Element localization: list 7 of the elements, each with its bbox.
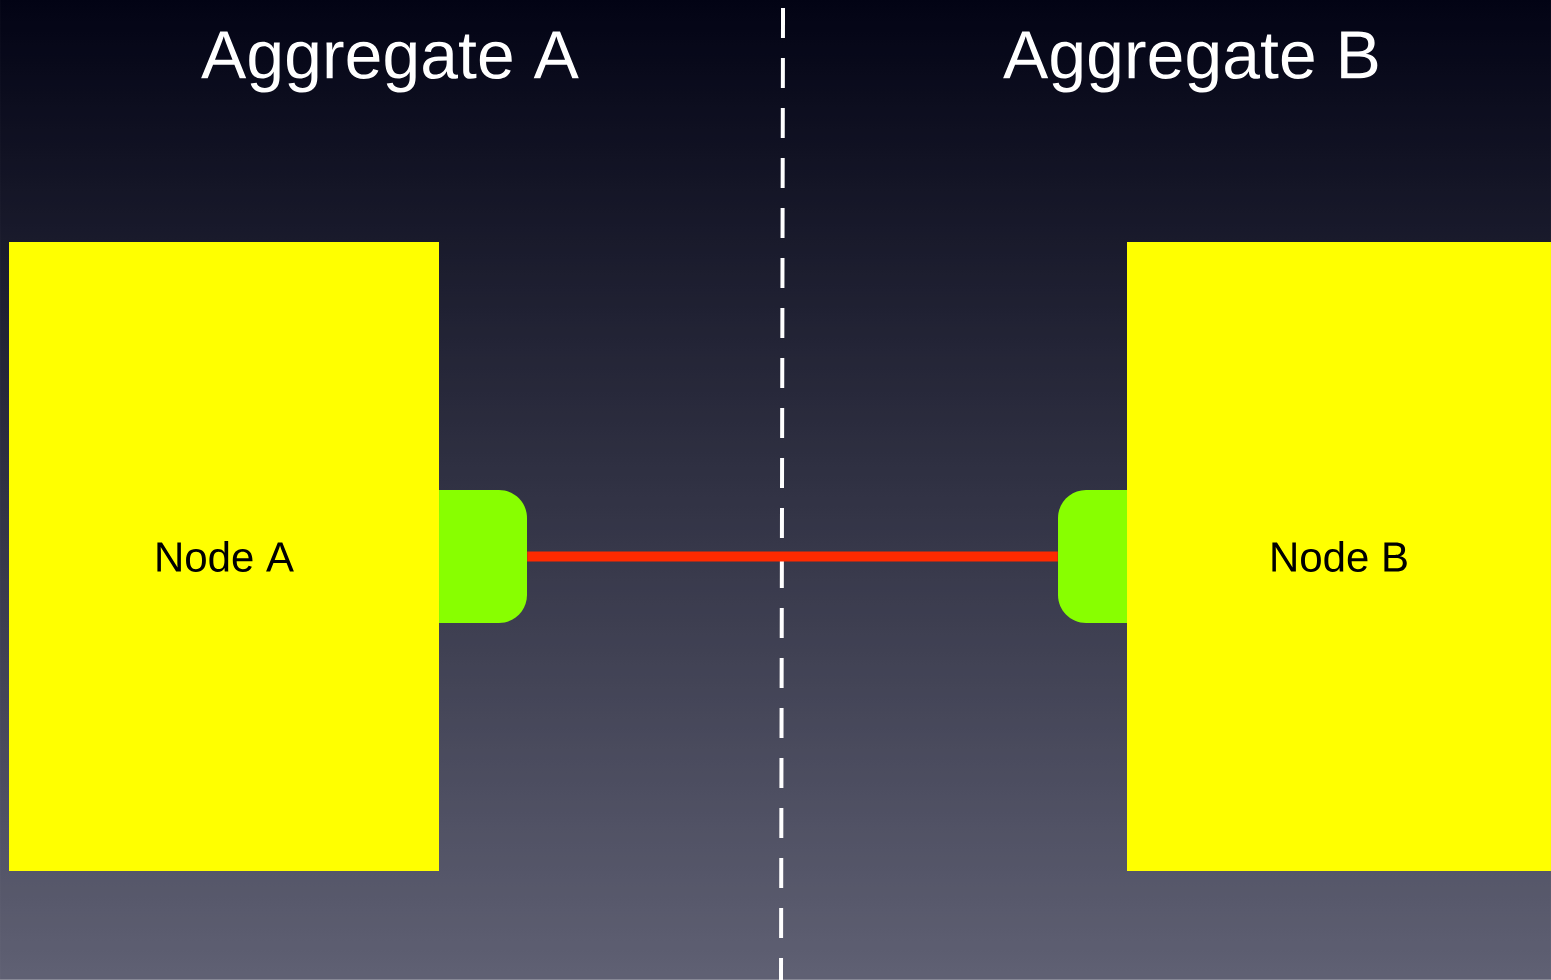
node-box: Node B [1127,242,1551,871]
aggregate-title: Aggregate B [1003,31,1378,93]
connector-port [1058,490,1127,623]
connector-port [439,490,527,623]
node-box: Node A [9,242,439,871]
aggregate-title: Aggregate A [201,31,579,93]
connector-line [527,551,1058,562]
